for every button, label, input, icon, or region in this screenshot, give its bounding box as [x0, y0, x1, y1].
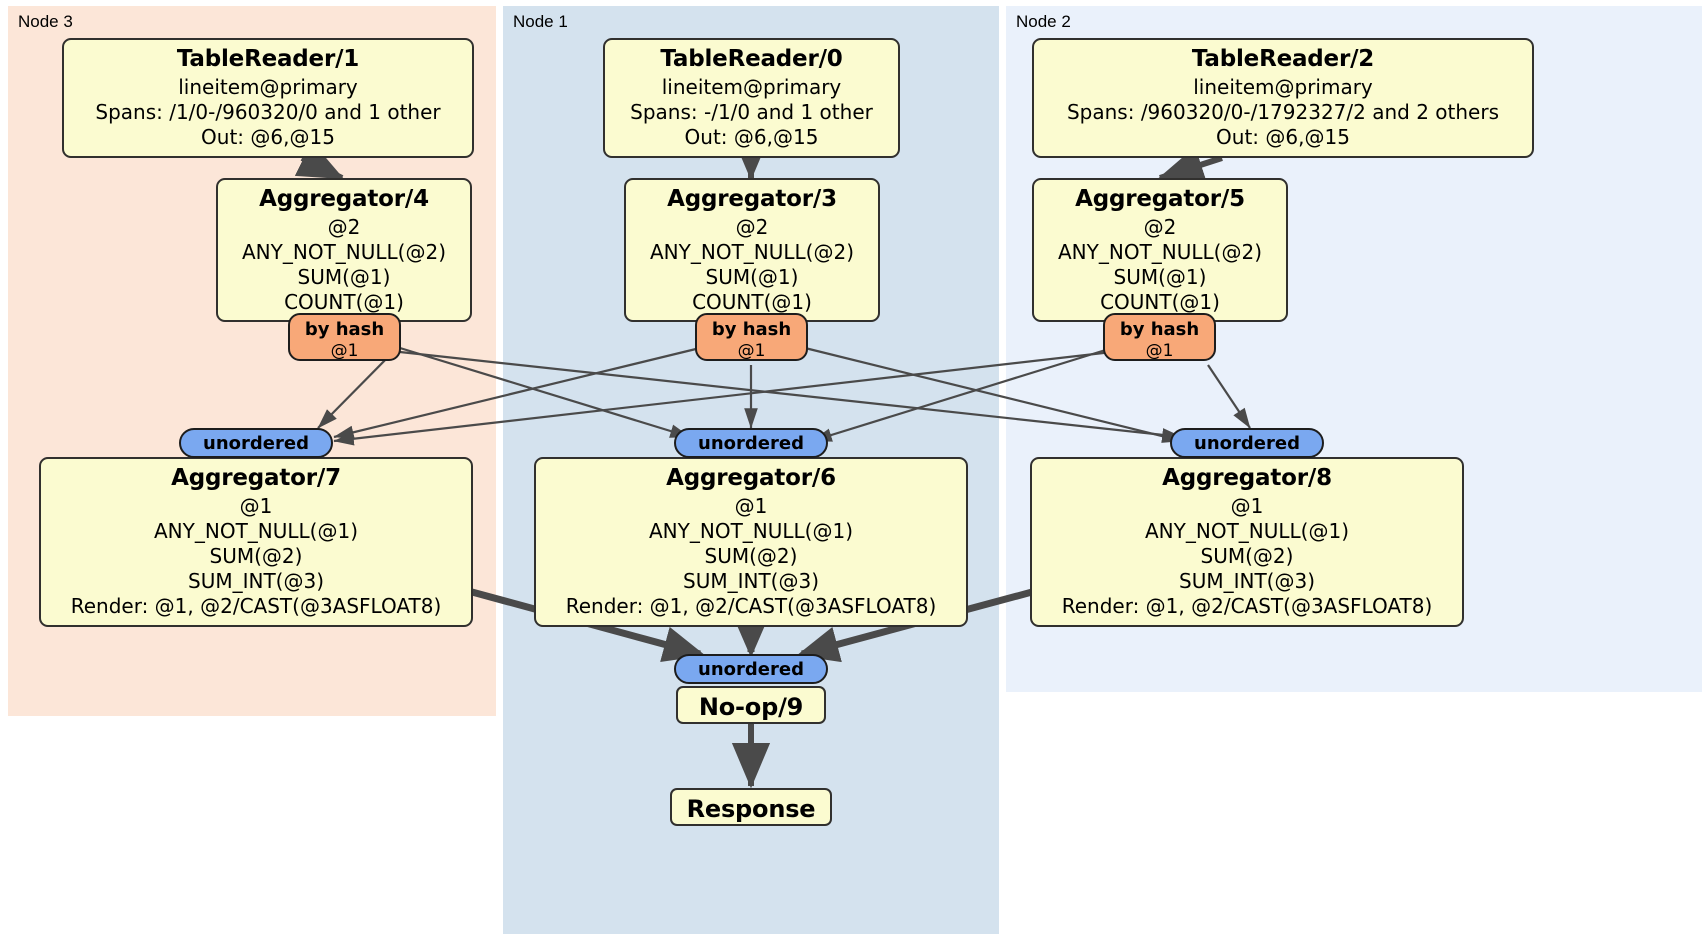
node-panel-label-node2: Node 2 — [1016, 12, 1071, 31]
processor-line: SUM(@2) — [209, 544, 303, 568]
processor-line: ANY_NOT_NULL(@1) — [1145, 519, 1349, 543]
processor-line: ANY_NOT_NULL(@2) — [650, 240, 854, 264]
processor-line: ANY_NOT_NULL(@2) — [242, 240, 446, 264]
node-panel-label-node3: Node 3 — [18, 12, 73, 31]
router-column: @1 — [1145, 341, 1174, 361]
stream-label: unordered — [1194, 433, 1300, 454]
processor-line: SUM(@1) — [705, 265, 799, 289]
processor-line: SUM_INT(@3) — [683, 569, 819, 593]
router-badge-by-hash-agg5[interactable]: by hash @1 — [1103, 313, 1216, 361]
processor-line: Render: @1, @2/CAST(@3ASFLOAT8) — [70, 594, 442, 618]
processor-title: Aggregator/8 — [1162, 465, 1332, 491]
processor-title: Aggregator/3 — [667, 186, 837, 212]
processor-line: ANY_NOT_NULL(@2) — [1058, 240, 1262, 264]
router-label: by hash — [711, 319, 792, 340]
stream-label: unordered — [203, 433, 309, 454]
processor-line: ANY_NOT_NULL(@1) — [154, 519, 358, 543]
processor-line: SUM_INT(@3) — [188, 569, 324, 593]
processor-line: Render: @1, @2/CAST(@3ASFLOAT8) — [565, 594, 937, 618]
processor-tablereader-1[interactable]: TableReader/1 lineitem@primary Spans: /1… — [62, 38, 474, 158]
processor-aggregator-4[interactable]: Aggregator/4 @2 ANY_NOT_NULL(@2) SUM(@1)… — [216, 178, 472, 322]
processor-line: SUM(@2) — [704, 544, 798, 568]
processor-title: TableReader/0 — [660, 46, 843, 72]
processor-title: TableReader/1 — [176, 46, 360, 72]
processor-aggregator-6[interactable]: Aggregator/6 @1 ANY_NOT_NULL(@1) SUM(@2)… — [534, 457, 968, 627]
processor-line: Out: @6,@15 — [684, 125, 819, 149]
processor-title: Aggregator/5 — [1075, 186, 1245, 212]
processor-line: SUM(@1) — [297, 265, 391, 289]
processor-line: Spans: -/1/0 and 1 other — [630, 100, 873, 124]
processor-line: COUNT(@1) — [284, 290, 404, 314]
processor-title: Aggregator/6 — [666, 465, 836, 491]
processor-line: SUM_INT(@3) — [1179, 569, 1315, 593]
processor-line: SUM(@2) — [1200, 544, 1294, 568]
stream-badge-unordered-agg6[interactable]: unordered — [674, 428, 828, 458]
processor-title: Aggregator/7 — [171, 465, 341, 491]
stream-badge-unordered-noop9[interactable]: unordered — [674, 654, 828, 684]
processor-title: Aggregator/4 — [259, 186, 429, 212]
stream-label: unordered — [698, 433, 804, 454]
processor-line: lineitem@primary — [1193, 75, 1373, 99]
processor-aggregator-7[interactable]: Aggregator/7 @1 ANY_NOT_NULL(@1) SUM(@2)… — [39, 457, 473, 627]
processor-response[interactable]: Response — [670, 788, 832, 826]
processor-line: lineitem@primary — [661, 75, 842, 99]
processor-line: Out: @6,@15 — [1216, 125, 1350, 149]
processor-line: COUNT(@1) — [1100, 290, 1220, 314]
processor-line: Render: @1, @2/CAST(@3ASFLOAT8) — [1061, 594, 1433, 618]
processor-line: Spans: /960320/0-/1792327/2 and 2 others — [1066, 100, 1499, 124]
processor-title: TableReader/2 — [1191, 46, 1375, 72]
node-panel-label-node1: Node 1 — [513, 12, 568, 31]
stream-label: unordered — [698, 659, 804, 680]
processor-line: @1 — [239, 494, 273, 518]
processor-title: Response — [686, 795, 816, 823]
router-badge-by-hash-agg3[interactable]: by hash @1 — [695, 313, 808, 361]
stream-badge-unordered-agg7[interactable]: unordered — [179, 428, 333, 458]
processor-noop-9[interactable]: No-op/9 — [676, 686, 826, 724]
router-badge-by-hash-agg4[interactable]: by hash @1 — [288, 313, 401, 361]
router-label: by hash — [1119, 319, 1200, 340]
processor-tablereader-2[interactable]: TableReader/2 lineitem@primary Spans: /9… — [1032, 38, 1534, 158]
processor-title: No-op/9 — [698, 693, 804, 721]
processor-line: lineitem@primary — [178, 75, 358, 99]
processor-line: COUNT(@1) — [692, 290, 812, 314]
stream-badge-unordered-agg8[interactable]: unordered — [1170, 428, 1324, 458]
processor-line: @2 — [1143, 215, 1177, 239]
processor-aggregator-8[interactable]: Aggregator/8 @1 ANY_NOT_NULL(@1) SUM(@2)… — [1030, 457, 1464, 627]
processor-line: SUM(@1) — [1113, 265, 1207, 289]
processor-tablereader-0[interactable]: TableReader/0 lineitem@primary Spans: -/… — [603, 38, 900, 158]
processor-line: @2 — [327, 215, 361, 239]
processor-aggregator-5[interactable]: Aggregator/5 @2 ANY_NOT_NULL(@2) SUM(@1)… — [1032, 178, 1288, 322]
processor-line: @1 — [1230, 494, 1264, 518]
processor-line: Out: @6,@15 — [201, 125, 335, 149]
processor-aggregator-3[interactable]: Aggregator/3 @2 ANY_NOT_NULL(@2) SUM(@1)… — [624, 178, 880, 322]
router-column: @1 — [737, 341, 766, 361]
router-column: @1 — [330, 341, 359, 361]
processor-line: @2 — [735, 215, 769, 239]
processor-line: ANY_NOT_NULL(@1) — [649, 519, 853, 543]
router-label: by hash — [304, 319, 385, 340]
processor-line: Spans: /1/0-/960320/0 and 1 other — [95, 100, 441, 124]
processor-line: @1 — [734, 494, 768, 518]
